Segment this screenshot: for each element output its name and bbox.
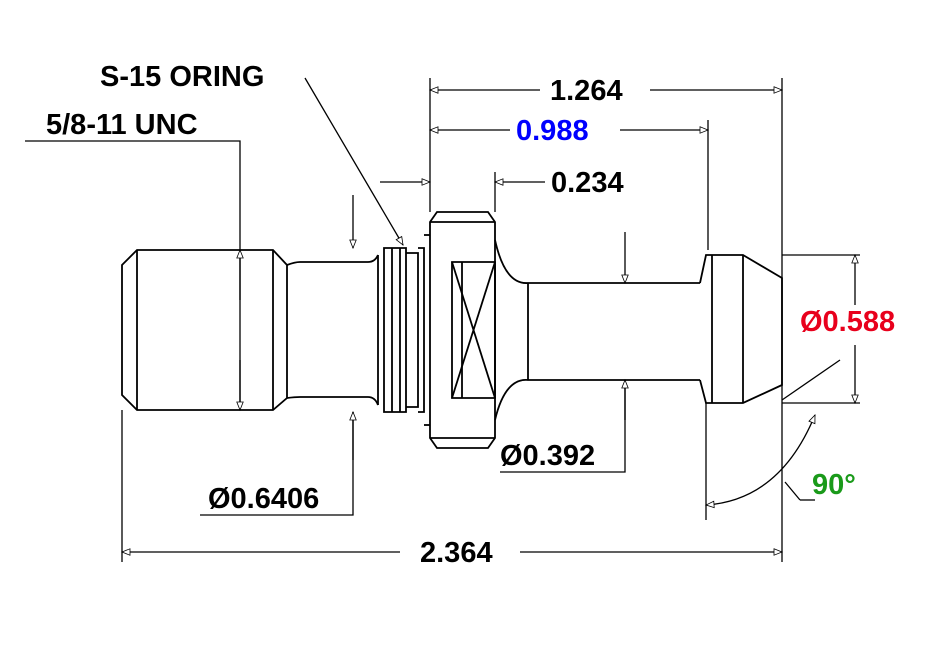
dimension-lines xyxy=(25,77,860,562)
label-dia-0392: Ø0.392 xyxy=(500,440,595,472)
label-dim-0234: 0.234 xyxy=(551,167,624,199)
label-thread: 5/8-11 UNC xyxy=(46,109,198,141)
label-oring: S-15 ORING xyxy=(100,61,264,93)
label-overall-length: 2.364 xyxy=(420,537,493,569)
label-dia-06406: Ø0.6406 xyxy=(208,483,319,515)
label-dia-0588: Ø0.588 xyxy=(800,306,895,338)
label-dim-0988: 0.988 xyxy=(516,115,589,147)
label-angle: 90° xyxy=(812,469,856,501)
label-dim-1264: 1.264 xyxy=(550,75,623,107)
part-outline xyxy=(121,211,783,449)
